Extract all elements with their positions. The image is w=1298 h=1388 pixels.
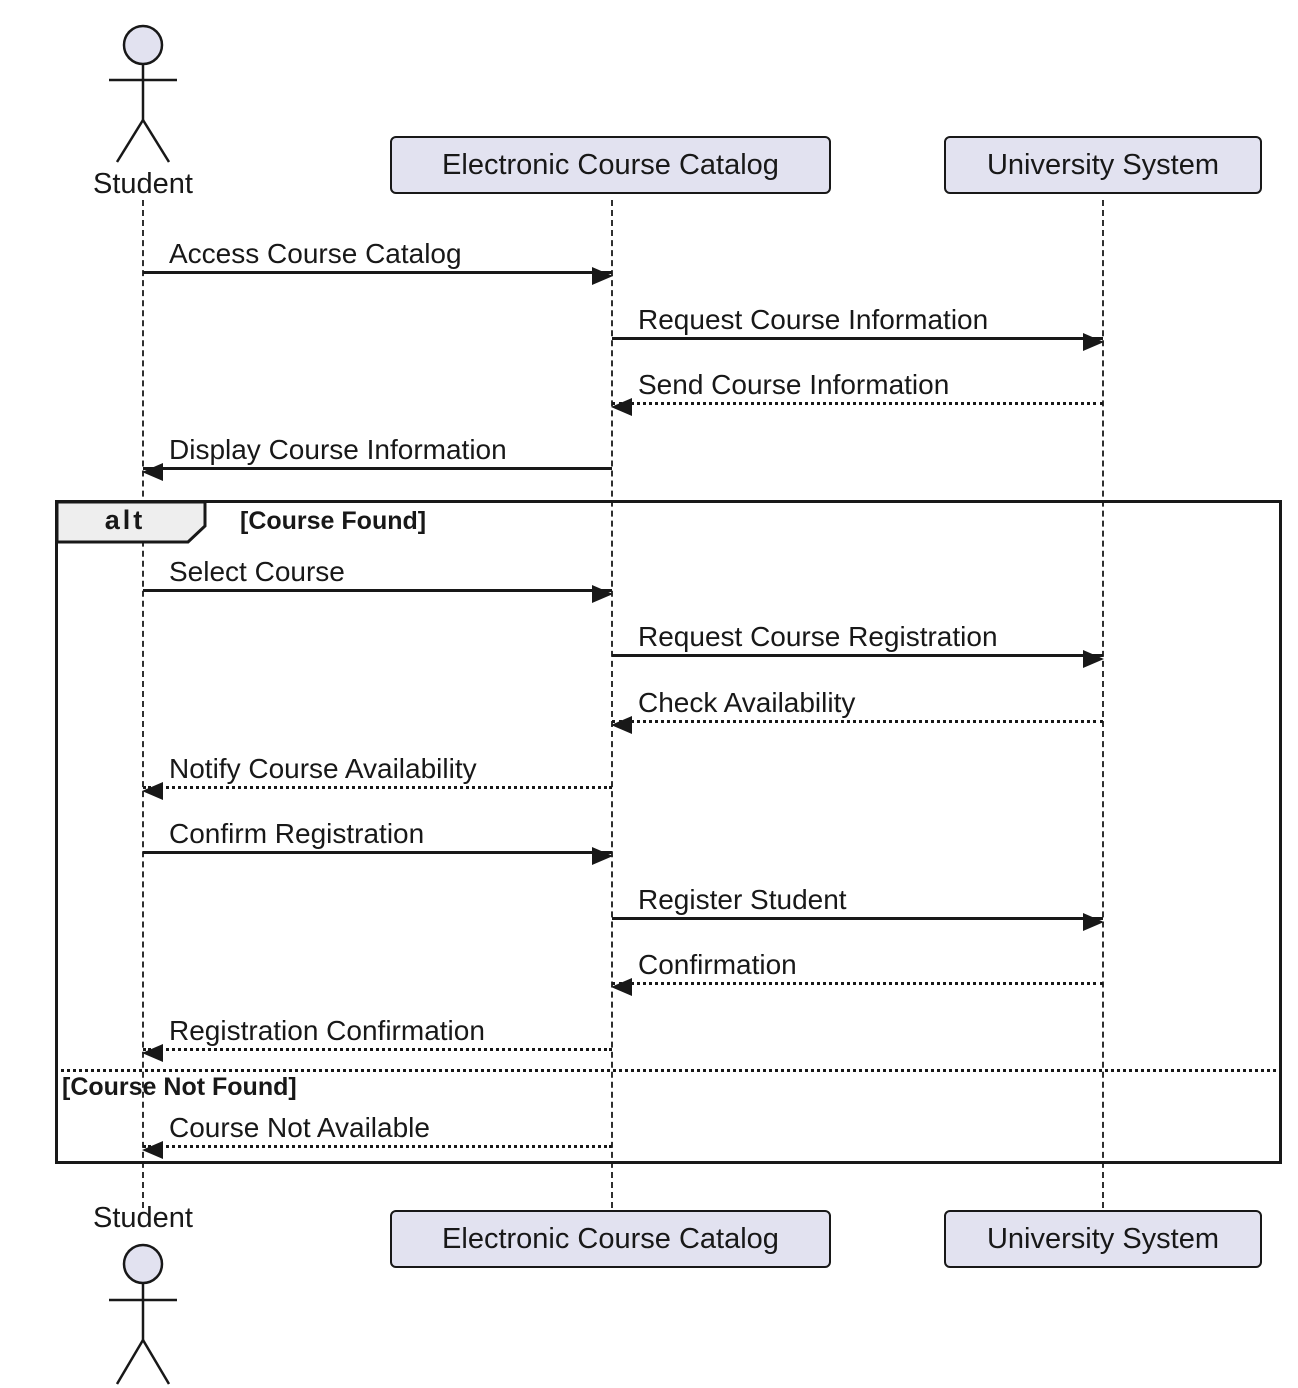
message-arrow bbox=[612, 649, 1104, 668]
message: Request Course Registration bbox=[612, 621, 1104, 668]
message: Notify Course Availability bbox=[142, 753, 612, 800]
message-arrow bbox=[612, 912, 1104, 931]
message: Check Availability bbox=[611, 687, 1103, 734]
message: Register Student bbox=[612, 884, 1104, 931]
message: Send Course Information bbox=[611, 369, 1103, 416]
message-label: Notify Course Availability bbox=[169, 753, 477, 784]
arrowhead-icon bbox=[592, 266, 613, 285]
message-arrow bbox=[142, 462, 612, 481]
lifeline-student bbox=[142, 200, 144, 1208]
message: Access Course Catalog bbox=[143, 238, 613, 285]
message-arrow bbox=[143, 846, 613, 865]
arrowhead-icon bbox=[142, 1043, 163, 1062]
message-arrow bbox=[142, 781, 612, 800]
message-label: Registration Confirmation bbox=[169, 1015, 485, 1046]
message-arrow bbox=[611, 397, 1103, 416]
guard-course-found: [Course Found] bbox=[240, 507, 427, 535]
participant-label-student-top: Student bbox=[93, 168, 193, 200]
actor-stick-figure-icon bbox=[109, 24, 177, 163]
alt-operator-label: alt bbox=[104, 505, 146, 535]
arrowhead-icon bbox=[142, 462, 163, 481]
message: Course Not Available bbox=[142, 1112, 612, 1159]
participant-box-catalog-bottom: Electronic Course Catalog bbox=[390, 1210, 831, 1268]
participant-box-university-bottom: University System bbox=[944, 1210, 1262, 1268]
message-label: Access Course Catalog bbox=[169, 238, 462, 269]
message-arrow bbox=[143, 584, 613, 603]
message-arrow bbox=[143, 266, 613, 285]
message-label: Register Student bbox=[638, 884, 847, 915]
arrowhead-icon bbox=[142, 781, 163, 800]
message-label: Course Not Available bbox=[169, 1112, 430, 1143]
arrowhead-icon bbox=[611, 397, 632, 416]
alt-fragment-frame bbox=[55, 500, 1282, 1164]
lifeline-university bbox=[1102, 200, 1104, 1208]
message: Confirm Registration bbox=[143, 818, 613, 865]
message: Display Course Information bbox=[142, 434, 612, 481]
message: Request Course Information bbox=[612, 304, 1104, 351]
arrowhead-icon bbox=[142, 1140, 163, 1159]
participant-box-catalog-top: Electronic Course Catalog bbox=[390, 136, 831, 194]
arrowhead-icon bbox=[611, 977, 632, 996]
message-arrow bbox=[611, 977, 1103, 996]
alt-divider bbox=[55, 1069, 1282, 1072]
guard-course-not-found: [Course Not Found] bbox=[62, 1073, 297, 1101]
arrowhead-icon bbox=[592, 584, 613, 603]
message: Select Course bbox=[143, 556, 613, 603]
participant-label-student-bottom: Student bbox=[93, 1202, 193, 1234]
message: Registration Confirmation bbox=[142, 1015, 612, 1062]
arrowhead-icon bbox=[1083, 332, 1104, 351]
message-arrow bbox=[612, 332, 1104, 351]
message: Confirmation bbox=[611, 949, 1103, 996]
message-label: Display Course Information bbox=[169, 434, 507, 465]
message-label: Request Course Registration bbox=[638, 621, 998, 652]
message-arrow bbox=[142, 1043, 612, 1062]
message-label: Confirmation bbox=[638, 949, 797, 980]
actor-stick-figure-icon bbox=[109, 1243, 177, 1385]
participant-box-university-top: University System bbox=[944, 136, 1262, 194]
arrowhead-icon bbox=[592, 846, 613, 865]
arrowhead-icon bbox=[611, 715, 632, 734]
message-label: Confirm Registration bbox=[169, 818, 425, 849]
arrowhead-icon bbox=[1083, 912, 1104, 931]
message-arrow bbox=[142, 1140, 612, 1159]
lifeline-catalog bbox=[611, 200, 613, 1208]
alt-fragment-tab bbox=[55, 500, 207, 544]
arrowhead-icon bbox=[1083, 649, 1104, 668]
message-label: Send Course Information bbox=[638, 369, 950, 400]
message-label: Request Course Information bbox=[638, 304, 989, 335]
message-label: Check Availability bbox=[638, 687, 856, 718]
message-arrow bbox=[611, 715, 1103, 734]
message-label: Select Course bbox=[169, 556, 345, 587]
